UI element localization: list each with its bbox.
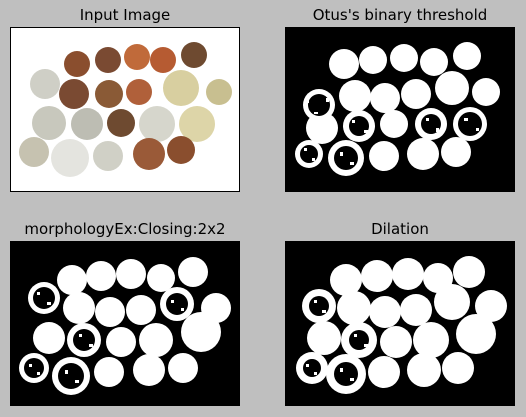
- input-image-panel: [10, 27, 240, 192]
- panel-title-dilation: Dilation: [371, 220, 429, 238]
- dilation-binary-image: [296, 256, 507, 394]
- closing-panel: [10, 241, 240, 406]
- dilation-panel: [285, 241, 515, 406]
- panel-title-input-image: Input Image: [79, 6, 171, 24]
- panel-title-closing: morphologyEx:Closing:2x2: [24, 220, 226, 238]
- otsu-binary-image: [295, 42, 500, 176]
- otsu-threshold-panel: [285, 27, 515, 192]
- panel-title-otsu-threshold: Otus's binary threshold: [312, 6, 488, 24]
- closing-binary-image: [19, 257, 231, 395]
- coins-photo: [19, 42, 232, 177]
